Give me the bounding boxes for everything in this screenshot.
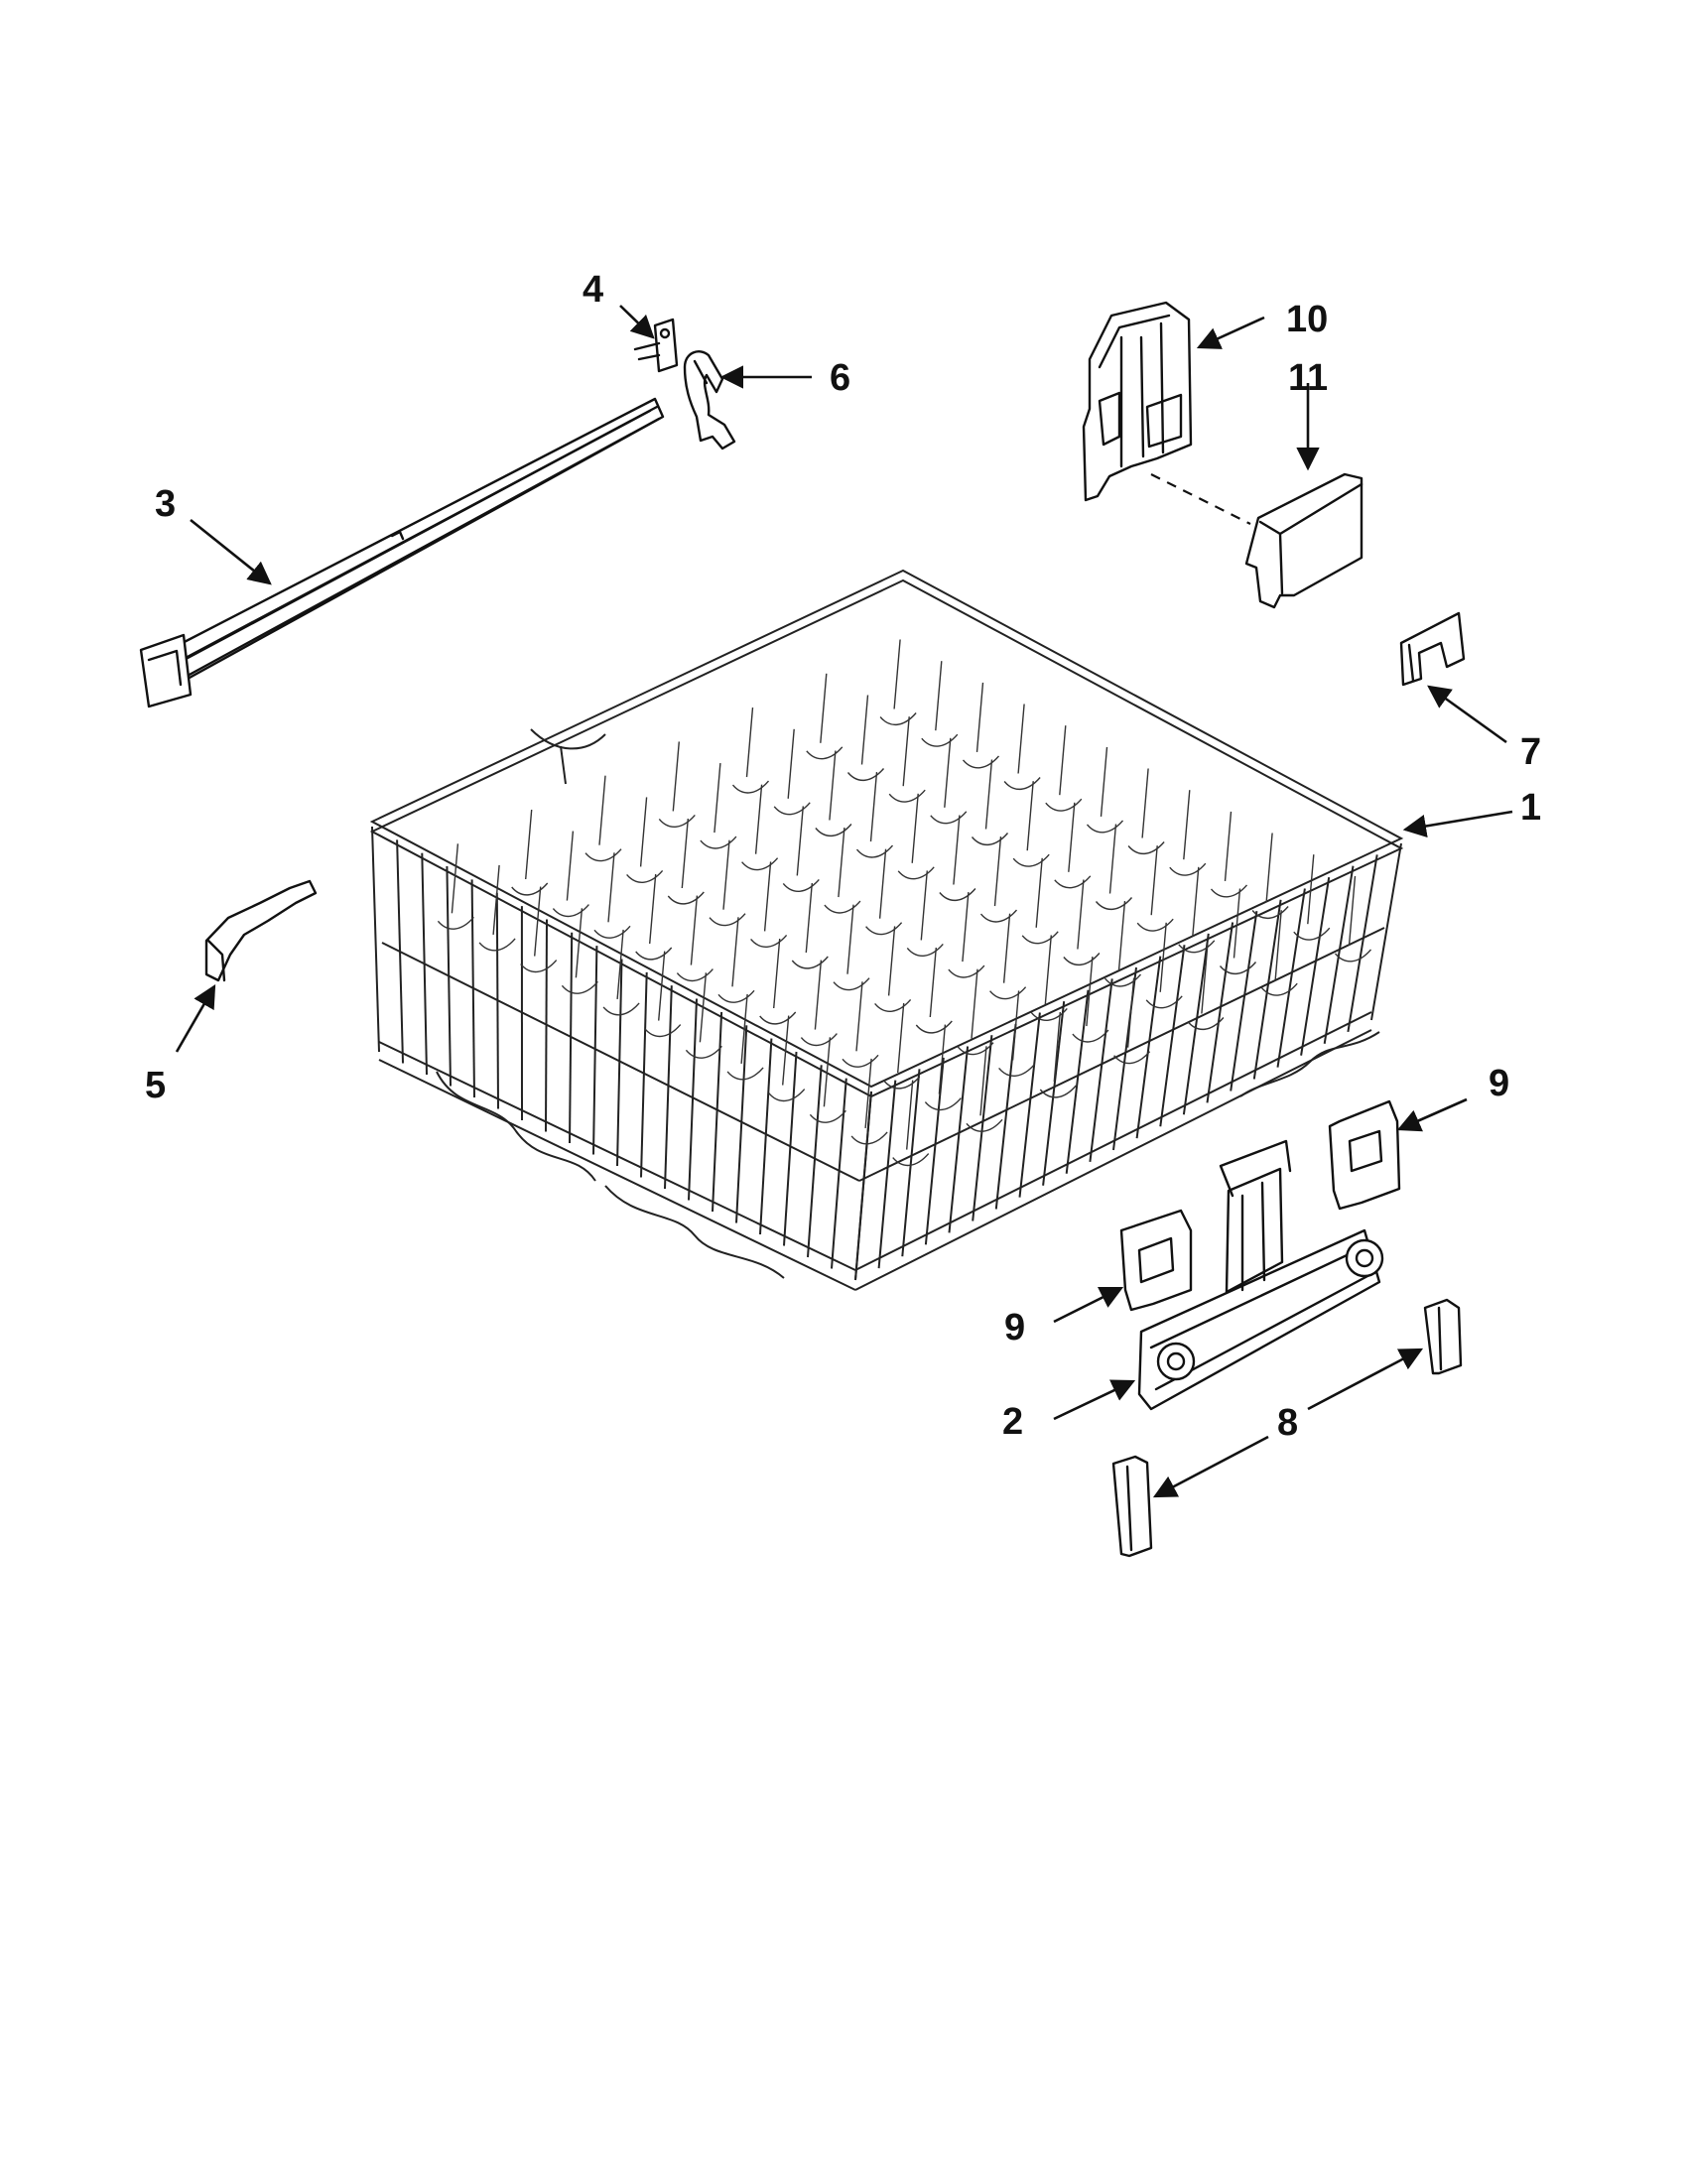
callout-11: 11 (1288, 357, 1328, 399)
bracket-part (1082, 301, 1193, 502)
small-clip-part (1399, 611, 1466, 687)
callout-5: 5 (145, 1065, 166, 1106)
rail-part (139, 397, 665, 708)
leader-lines (175, 305, 1513, 1498)
callout-9-upper: 9 (1489, 1063, 1509, 1104)
wheel-rail-part (1137, 1139, 1384, 1411)
callout-7: 7 (1520, 731, 1541, 773)
end-clip-part (633, 318, 679, 373)
callout-labels: 1 2 3 4 5 6 7 8 9 9 10 11 (145, 269, 1541, 1444)
cover-part (1244, 472, 1363, 609)
adjuster-clip-part-b (1119, 1209, 1193, 1312)
dashed-alignment-line (1150, 473, 1251, 525)
tine-clip-part (204, 879, 318, 982)
callout-3: 3 (155, 483, 176, 525)
adjuster-clip-part-a (1328, 1099, 1401, 1211)
stop-post-part-b (1111, 1455, 1153, 1558)
callout-9-lower: 9 (1004, 1307, 1025, 1349)
callout-2: 2 (1002, 1401, 1023, 1443)
callout-6: 6 (830, 357, 850, 399)
hook-clip-part (683, 350, 736, 450)
callout-1: 1 (1520, 787, 1541, 829)
stop-post-part-a (1423, 1298, 1463, 1375)
callout-4: 4 (583, 269, 603, 311)
callout-10: 10 (1286, 299, 1328, 340)
dish-rack-part (369, 569, 1404, 1291)
callout-8: 8 (1277, 1402, 1298, 1444)
